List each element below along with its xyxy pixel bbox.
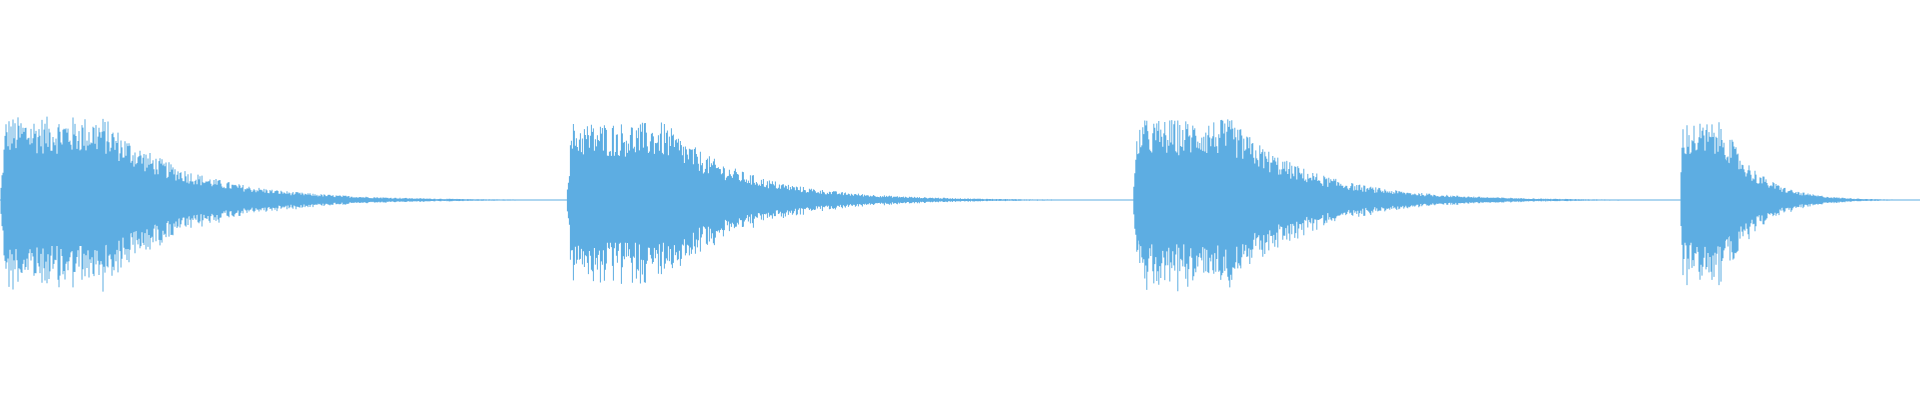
waveform-burst xyxy=(1133,119,1681,292)
waveform-bursts xyxy=(0,116,1920,292)
waveform-burst xyxy=(0,116,576,292)
waveform-burst xyxy=(566,122,1115,284)
waveform-burst xyxy=(1680,122,1920,286)
